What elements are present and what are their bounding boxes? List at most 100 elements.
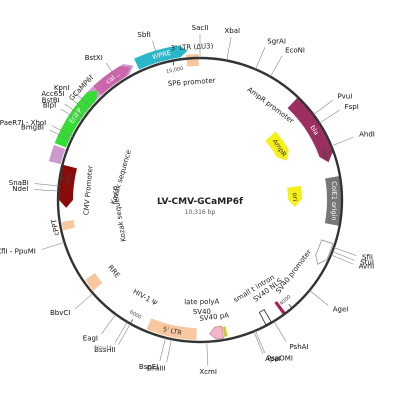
feature-5-ltr[interactable] [146, 318, 197, 340]
feature-ori[interactable] [287, 185, 302, 207]
feature-text-ampr-promoter: AmpR promoter [246, 86, 296, 126]
feature-ampr[interactable] [265, 131, 290, 161]
feature-text-hiv-1: HIV-1 Ψ [132, 288, 159, 308]
site-line-kpni [73, 91, 93, 108]
site-stui[interactable]: StuI [360, 259, 374, 267]
site-econi[interactable]: EcoNI [285, 47, 305, 55]
site-line-snabi [34, 183, 59, 187]
site-line-bstbi [64, 103, 85, 119]
site-bstxi[interactable]: BstXI [85, 54, 103, 62]
site-line-agei [309, 290, 329, 306]
feature-segment-9[interactable] [315, 239, 334, 265]
site-line-xcmi [206, 341, 209, 366]
site-agei[interactable]: AgeI [333, 305, 349, 313]
feature-bla[interactable] [287, 97, 333, 163]
feature-segment-12[interactable] [222, 326, 228, 337]
site-kfli-ppumi[interactable]: KflI - PpuMI [0, 247, 36, 255]
site-ahdi[interactable]: AhdI [359, 131, 375, 139]
feature-segment-11[interactable] [258, 309, 272, 326]
tick-10000 [172, 61, 175, 66]
site-bsshii[interactable]: BssHII [94, 346, 116, 354]
site-line-sfii [333, 247, 357, 256]
site-pvui[interactable]: PvuI [337, 93, 352, 101]
feature-segment-10[interactable] [274, 301, 286, 315]
feature-cole1-origin[interactable] [324, 176, 341, 226]
site-line-pshai [273, 321, 287, 342]
site-xcmi[interactable]: XcmI [199, 368, 217, 376]
site-line-avrii [330, 254, 354, 265]
feature-segment-13[interactable] [209, 325, 225, 340]
site-bstbi[interactable]: BstBI [42, 96, 60, 104]
feature-cal[interactable] [93, 66, 131, 95]
site-pspomi[interactable]: PspOMI [267, 354, 293, 362]
site-line-ndei [34, 189, 59, 192]
tick-8000 [60, 177, 65, 179]
site-line-xbai [226, 36, 232, 61]
site-bmgbi[interactable]: BmgBI [21, 124, 44, 132]
site-eagi[interactable]: EagI [83, 335, 98, 343]
site-line-sgrai [255, 47, 266, 70]
site-line-blpi [61, 108, 82, 123]
feature-wpre[interactable] [134, 45, 188, 70]
tick-label-4000: 4000 [279, 294, 293, 307]
site-bbvci[interactable]: BbvCI [50, 309, 70, 317]
site-line-apai [253, 331, 264, 354]
site-nrui[interactable]: NruI* [94, 344, 113, 352]
feature-text-sv40-promoter: SV40 promoter [275, 248, 314, 295]
site-sfii[interactable]: SfiI [362, 254, 373, 262]
site-line-bbvci [74, 293, 94, 310]
site-line-pvui [313, 99, 333, 115]
site-paer7i-xhoi[interactable]: PaeR7I - XhoI [0, 119, 46, 127]
site-line-bspei [159, 337, 166, 362]
site-ndei[interactable]: NdeI [12, 185, 28, 193]
plasmid-size: 10,316 bp [185, 209, 216, 216]
feature-segment-18[interactable] [48, 144, 66, 165]
feature-segment-17[interactable] [59, 164, 77, 208]
site-line-sbfi [152, 40, 160, 65]
feature-3-ltr-u3[interactable] [186, 54, 199, 67]
tick-label-8000: 8000 [66, 172, 74, 186]
site-apai[interactable]: ApaI [265, 355, 281, 363]
feature-text-sp6-promoter: SP6 promoter [168, 77, 216, 88]
site-draiii[interactable]: DraIII [147, 364, 166, 372]
site-sacii[interactable]: SacII [192, 24, 209, 32]
feature-segment-15[interactable] [85, 273, 103, 291]
site-acc65i[interactable]: Acc65I [41, 90, 64, 98]
site-snabi[interactable]: SnaBI [9, 179, 29, 187]
feature-label-5-ltr: 5' LTR [162, 325, 183, 337]
site-line-nrui [114, 321, 128, 343]
site-line-draiii [166, 339, 172, 363]
feature-cppt[interactable] [61, 219, 76, 231]
site-line-pspomi [255, 330, 266, 353]
tick-6000 [130, 319, 134, 324]
site-sbfi[interactable]: SbfI [137, 31, 150, 39]
tick-label-10000: 10,000 [166, 66, 184, 75]
site-bspei[interactable]: BspEI [139, 363, 158, 371]
feature-label-cole1-origin: ColE1 origin [330, 181, 338, 220]
site-avrii[interactable]: AvrII [359, 262, 375, 270]
site-line-econi [270, 55, 283, 77]
feature-label-ori: ori [291, 193, 299, 202]
feature-text-kozak-sequence: Kozak sequence [110, 185, 127, 242]
site-fspi[interactable]: FspI [345, 103, 359, 111]
site-kpni[interactable]: KpnI [54, 84, 70, 92]
site-line-acc65i [69, 97, 89, 113]
site-line-stui [332, 251, 355, 261]
site-line-fspi [319, 109, 340, 124]
feature-text-late-polya: late polyA [184, 298, 219, 307]
plasmid-name: LV-CMV-GCaMP6f [157, 197, 243, 207]
feature-label-cppt: cPPT [50, 218, 61, 236]
site-blpi[interactable]: BlpI [43, 102, 56, 110]
site-line-bmgbi [49, 129, 72, 141]
site-line-paer7i-xhoi [51, 125, 74, 137]
site-xbai[interactable]: XbaI [224, 27, 240, 35]
site-sgrai[interactable]: SgrAI [267, 38, 286, 46]
site-line-ahdi [331, 136, 354, 147]
site-line-eagi [101, 314, 117, 334]
tick-label-2000: 2000 [319, 147, 329, 161]
site-pshai[interactable]: PshAI [289, 343, 308, 351]
tick-4000 [288, 304, 292, 308]
feature-text-sv40-pa: SV40 pA [199, 311, 230, 323]
